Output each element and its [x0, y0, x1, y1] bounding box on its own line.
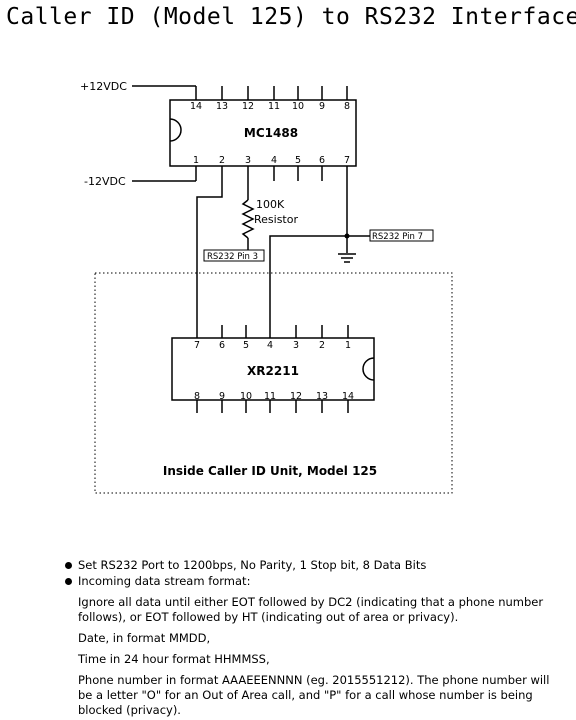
mc1488-pin-top: 14 [190, 101, 202, 112]
note-bullet: Incoming data stream format: [64, 574, 564, 589]
xr2211-pin-top: 6 [219, 340, 225, 351]
page-title: Caller ID (Model 125) to RS232 Interface [6, 4, 576, 30]
note-paragraph: Ignore all data until either EOT followe… [78, 595, 544, 624]
xr2211-pin-bottom: 9 [219, 391, 225, 402]
mc1488-label: MC1488 [244, 126, 298, 140]
rs232-pin7-box [369, 229, 434, 242]
rs232-pin3-box [203, 249, 265, 262]
xr2211-pin-top: 1 [345, 340, 351, 351]
resistor-value-label: 100K [256, 198, 285, 211]
xr2211-pin-top: 5 [243, 340, 249, 351]
note-paragraph: Date, in format MMDD, [78, 631, 211, 645]
resistor-100k [241, 199, 255, 239]
xr2211-pin-top: 7 [194, 340, 200, 351]
mc1488-pin-bottom: 3 [245, 155, 251, 166]
xr2211-pin-bottom: 12 [290, 391, 302, 402]
minus12-label: -12VDC [84, 175, 126, 188]
wire-ground-to-xr4 [269, 235, 347, 325]
mc1488-body [169, 99, 357, 167]
ground-icon [338, 253, 356, 263]
mc1488-pin-top: 10 [292, 101, 304, 112]
xr2211-pin-bottom: 11 [264, 391, 276, 402]
rs232-pin3-label: RS232 Pin 3 [207, 252, 258, 262]
mc1488-pin-bottom: 2 [219, 155, 225, 166]
mc1488-pin-top: 9 [319, 101, 325, 112]
note-paragraph: Time in 24 hour format HHMMSS, [78, 652, 270, 666]
xr2211-pin-top: 4 [267, 340, 273, 351]
xr2211-notch [362, 357, 375, 381]
mc1488-pin-bottom: 5 [295, 155, 301, 166]
mc1488-pin-top: 11 [268, 101, 280, 112]
xr2211-pin-bottom: 8 [194, 391, 200, 402]
plus12-label: +12VDC [80, 80, 127, 93]
mc1488-pin-bottom: 1 [193, 155, 199, 166]
mc1488-pin-top: 8 [344, 101, 350, 112]
mc1488-notch [169, 118, 182, 142]
mc1488-pin-bottom: 7 [344, 155, 350, 166]
caller-id-unit-boundary [94, 272, 453, 494]
note-paragraph: Phone number in format AAAEEENNNN (eg. 2… [78, 673, 550, 717]
resistor-word-label: Resistor [254, 213, 298, 226]
mc1488-pin-bottom: 4 [271, 155, 277, 166]
mc1488-pin-top: 13 [216, 101, 228, 112]
rs232-pin7-label: RS232 Pin 7 [372, 232, 423, 242]
xr2211-pin-top: 3 [293, 340, 299, 351]
note-bullet: Set RS232 Port to 1200bps, No Parity, 1 … [64, 558, 564, 573]
xr2211-label: XR2211 [247, 364, 299, 378]
xr2211-pin-bottom: 10 [240, 391, 252, 402]
xr2211-pin-bottom: 13 [316, 391, 328, 402]
notes-section: Set RS232 Port to 1200bps, No Parity, 1 … [64, 558, 564, 718]
xr2211-pin-top: 2 [319, 340, 325, 351]
wire-pin2-to-xr7 [196, 181, 223, 325]
xr2211-pin-bottom: 14 [342, 391, 354, 402]
unit-caption: Inside Caller ID Unit, Model 125 [163, 464, 377, 478]
mc1488-pin-bottom: 6 [319, 155, 325, 166]
junction-dot [344, 233, 350, 239]
mc1488-pin-top: 12 [242, 101, 254, 112]
xr2211-body [171, 337, 375, 401]
